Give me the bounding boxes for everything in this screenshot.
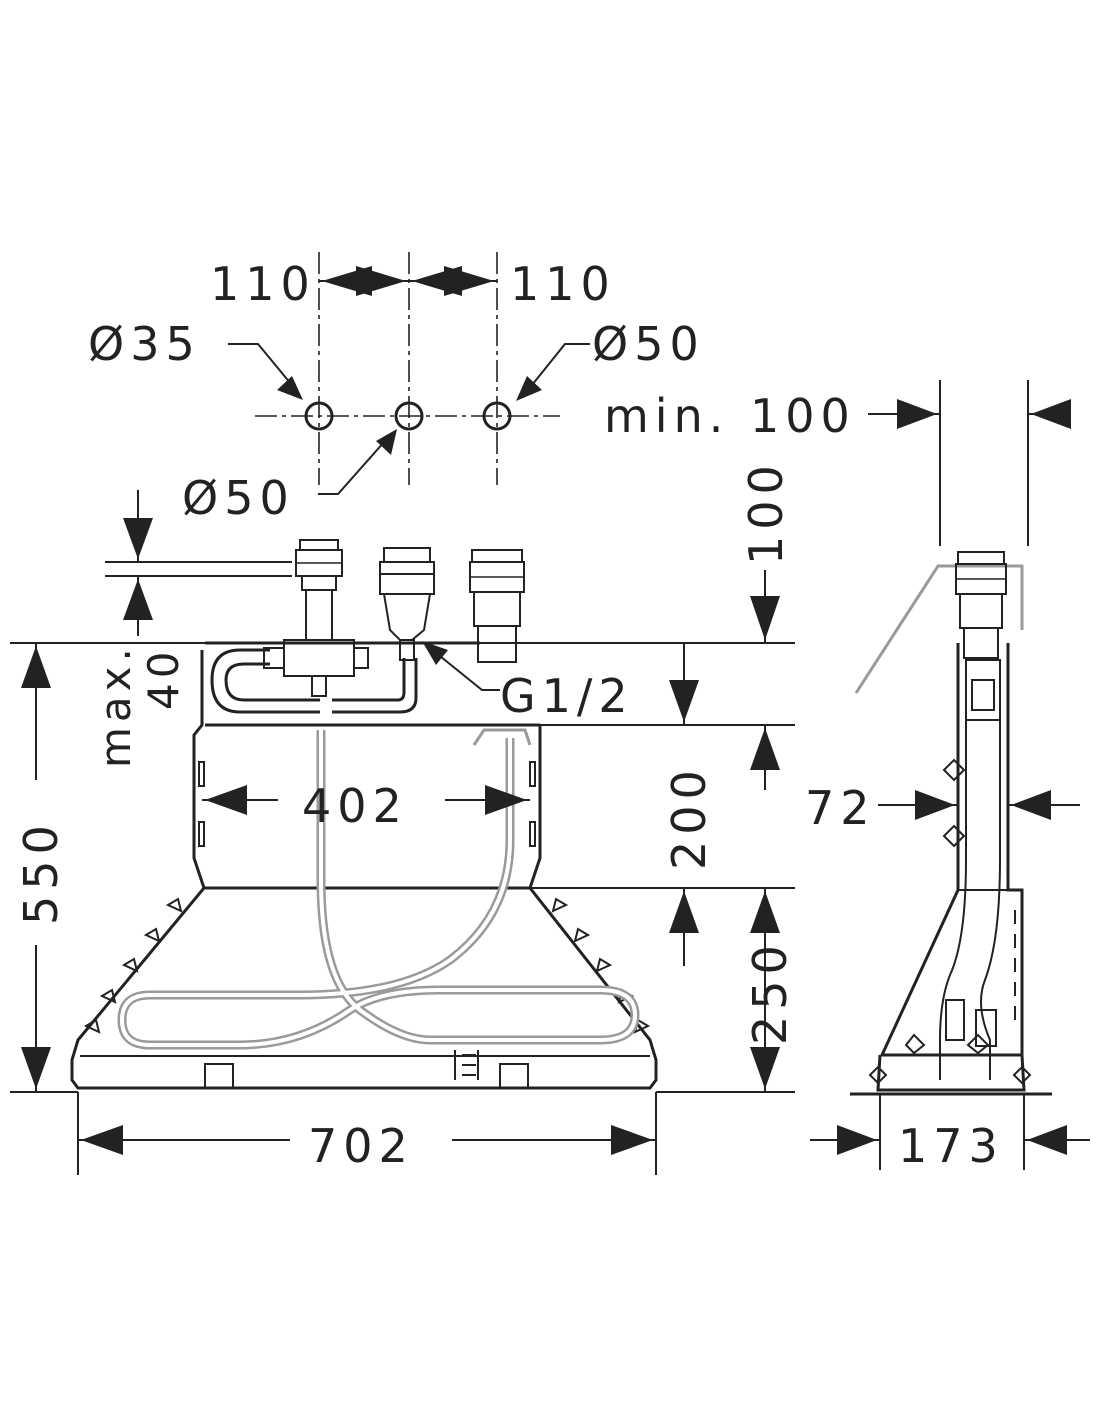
thread-label: G1/2	[500, 669, 634, 723]
diameter-50-center-label: Ø50	[182, 471, 295, 525]
width-702-label: 702	[308, 1119, 414, 1173]
spacing-right-label: 110	[510, 257, 616, 311]
side-173-label: 173	[898, 1119, 1004, 1173]
side-view	[810, 380, 1090, 1170]
max-value-label: 40	[139, 647, 188, 710]
diameter-50-right-label: Ø50	[592, 317, 705, 371]
front-view	[10, 490, 795, 1175]
hole-pattern	[228, 252, 590, 495]
height-200-label: 200	[662, 764, 716, 870]
width-402-label: 402	[302, 779, 408, 833]
spacing-left-label: 110	[210, 257, 316, 311]
max-label: max.	[91, 643, 140, 768]
min-100-label: min. 100	[604, 389, 856, 443]
height-250-label: 250	[743, 939, 797, 1045]
height-100-label: 100	[739, 459, 793, 565]
diameter-35-label: Ø35	[88, 317, 201, 371]
height-550-label: 550	[14, 819, 68, 925]
side-72-label: 72	[805, 781, 876, 835]
